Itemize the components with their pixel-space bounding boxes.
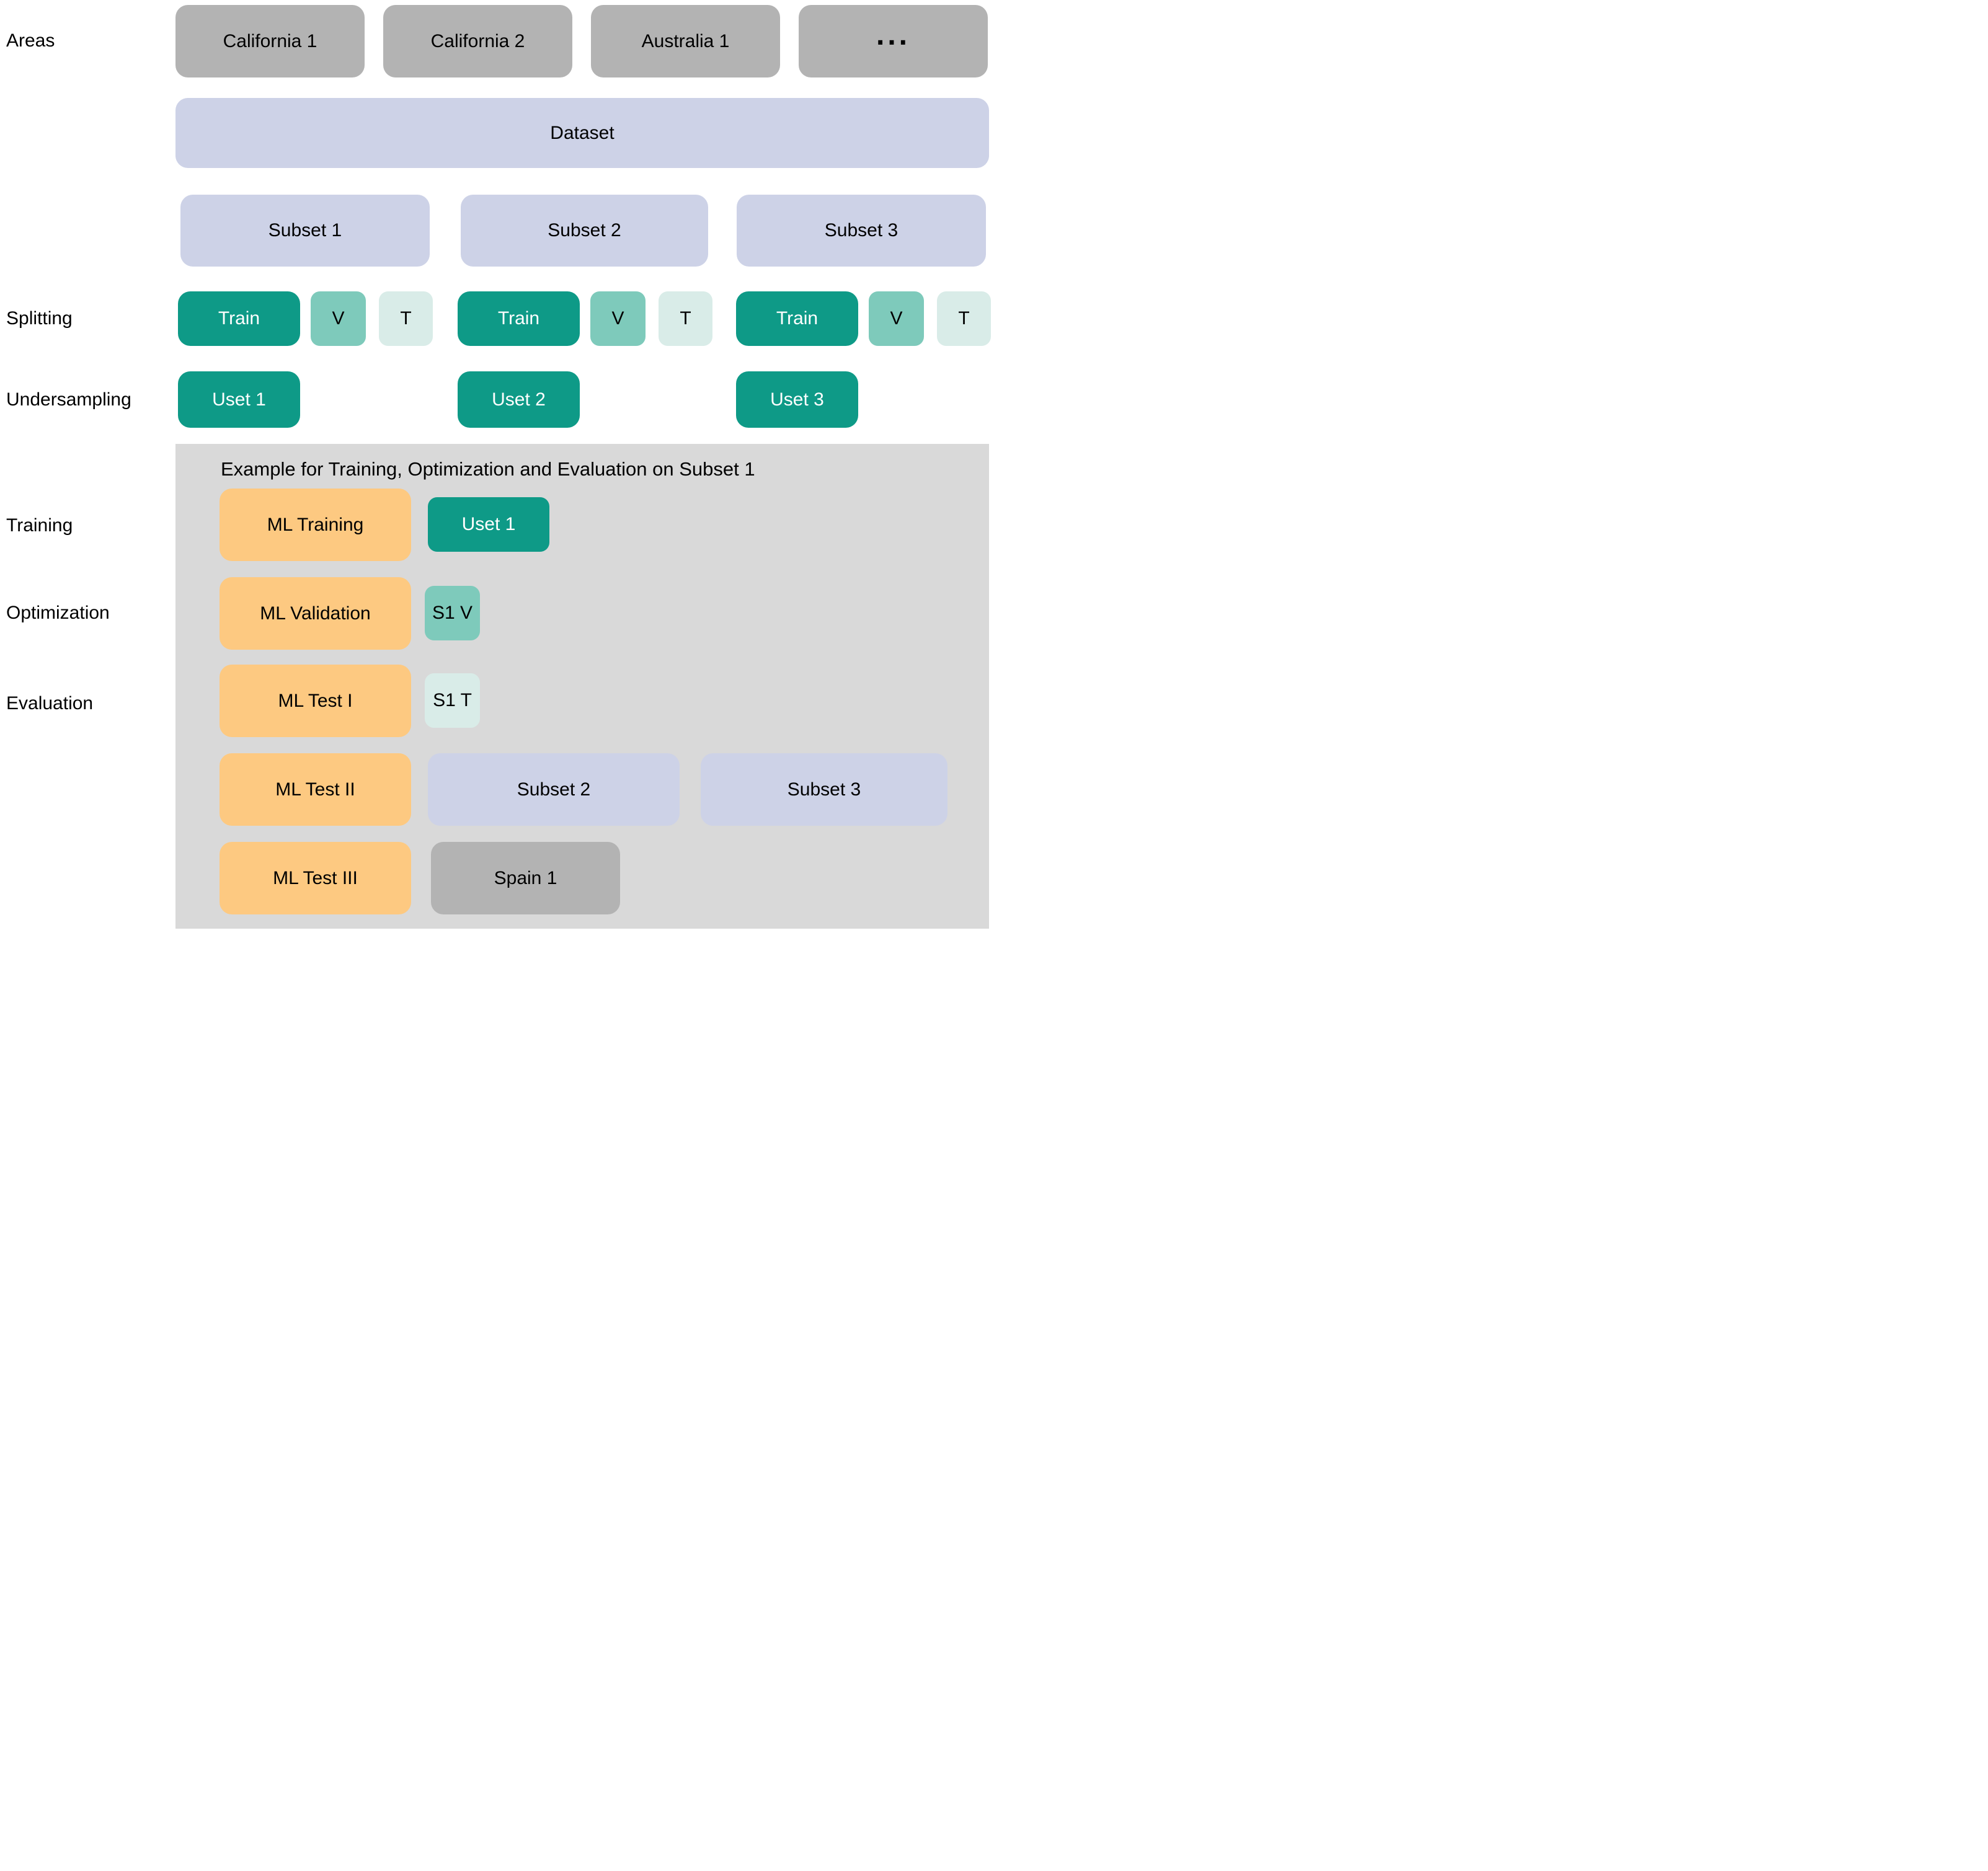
training-row-label: Training (6, 515, 73, 536)
subset-2-eval-box: Subset 2 (428, 753, 680, 826)
ml-test-3-box: ML Test III (220, 842, 411, 914)
example-panel-title: Example for Training, Optimization and E… (221, 458, 755, 480)
area-box-california-2: California 2 (383, 5, 572, 77)
uset-3-box: Uset 3 (736, 371, 858, 428)
train-box-2: Train (458, 291, 580, 346)
subset-3-eval-box: Subset 3 (701, 753, 947, 826)
spain-1-box: Spain 1 (431, 842, 620, 914)
validation-box-2: V (590, 291, 646, 346)
area-box-california-1: California 1 (175, 5, 365, 77)
undersampling-row-label: Undersampling (6, 389, 131, 410)
area-box-australia-1: Australia 1 (591, 5, 780, 77)
uset-1-training-box: Uset 1 (428, 497, 549, 552)
ellipsis-icon: ... (876, 19, 910, 51)
subset-1-box: Subset 1 (180, 195, 430, 267)
train-box-1: Train (178, 291, 300, 346)
test-box-2: T (659, 291, 712, 346)
workflow-diagram: Areas Splitting Undersampling Training O… (0, 0, 994, 936)
test-box-3: T (937, 291, 991, 346)
uset-2-box: Uset 2 (458, 371, 580, 428)
splitting-row-label: Splitting (6, 308, 73, 329)
s1-v-box: S1 V (425, 586, 480, 640)
subset-3-box: Subset 3 (737, 195, 986, 267)
optimization-row-label: Optimization (6, 603, 110, 623)
s1-t-box: S1 T (425, 673, 480, 728)
area-box-more: ... (799, 5, 988, 77)
train-box-3: Train (736, 291, 858, 346)
validation-box-3: V (869, 291, 924, 346)
ml-test-1-box: ML Test I (220, 665, 411, 737)
dataset-box: Dataset (175, 98, 989, 168)
test-box-1: T (379, 291, 433, 346)
ml-test-2-box: ML Test II (220, 753, 411, 826)
evaluation-row-label: Evaluation (6, 693, 94, 714)
uset-1-box: Uset 1 (178, 371, 300, 428)
ml-validation-box: ML Validation (220, 577, 411, 650)
areas-row-label: Areas (6, 30, 55, 51)
subset-2-box: Subset 2 (461, 195, 708, 267)
validation-box-1: V (311, 291, 366, 346)
ml-training-box: ML Training (220, 489, 411, 561)
